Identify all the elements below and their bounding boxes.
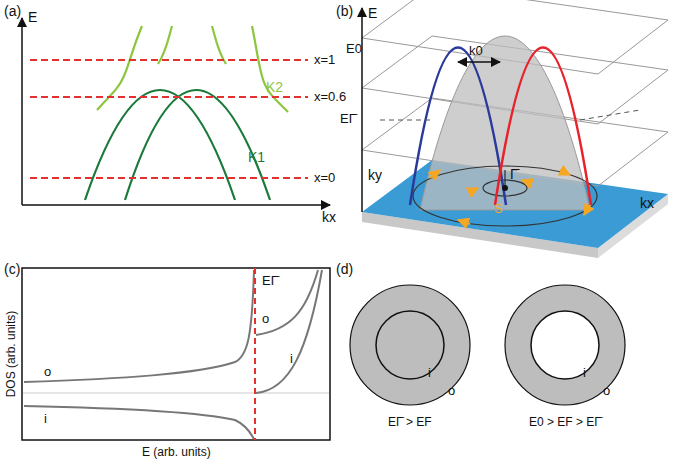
panel-d bbox=[350, 285, 625, 405]
axis-label: ky bbox=[368, 168, 382, 182]
ring-label: o bbox=[603, 384, 610, 397]
axis-label: kx bbox=[322, 210, 336, 224]
doping-label: x=0 bbox=[314, 171, 335, 184]
ring-label: o bbox=[448, 384, 455, 397]
axis-label: E bbox=[28, 10, 37, 24]
curve-label: i bbox=[44, 412, 47, 425]
panel-letter: (c) bbox=[4, 262, 20, 276]
curve-label: o bbox=[44, 365, 51, 378]
ring-label: i bbox=[583, 366, 586, 379]
curve-label: o bbox=[262, 312, 269, 325]
condition-label: E0 > EF > EΓ̄ bbox=[529, 416, 601, 428]
doping-label: x=0.6 bbox=[314, 90, 346, 103]
panel-b bbox=[362, 0, 668, 258]
panel-letter: (b) bbox=[336, 4, 353, 18]
axis-title: DOS (arb. units) bbox=[5, 311, 17, 398]
doping-label: x=1 bbox=[314, 53, 335, 66]
panel-letter: (a) bbox=[4, 4, 21, 18]
panel-c bbox=[22, 268, 330, 440]
energy-label: EΓ̄ bbox=[262, 274, 278, 287]
condition-label: EΓ̄ > EF bbox=[388, 416, 432, 428]
panel-a bbox=[22, 18, 330, 205]
panel-letter: (d) bbox=[336, 262, 353, 276]
energy-label: EΓ̄ bbox=[340, 112, 356, 125]
spin-label: S bbox=[494, 202, 503, 215]
band-label: K2 bbox=[266, 80, 283, 94]
band-label: K1 bbox=[248, 150, 265, 164]
ring-label: i bbox=[428, 366, 431, 379]
axis-label: E bbox=[368, 6, 377, 20]
energy-label: E0 bbox=[346, 42, 362, 55]
axis-title: E (arb. units) bbox=[142, 446, 211, 458]
point-label: Γ̄ bbox=[510, 167, 518, 181]
axis-label: kx bbox=[640, 196, 654, 210]
curve-label: i bbox=[290, 352, 293, 365]
momentum-label: k0 bbox=[469, 44, 483, 57]
